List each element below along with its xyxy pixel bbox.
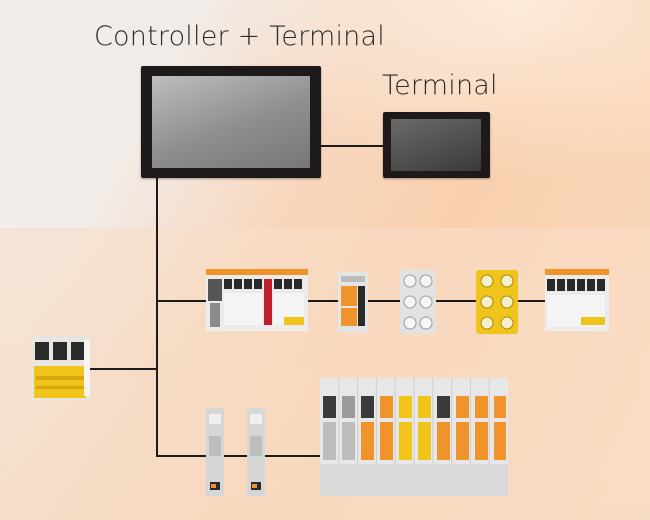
io-module-orange[interactable] (338, 272, 368, 332)
io-module-block-mixed[interactable] (206, 269, 308, 331)
slim-controller-module-1[interactable] (206, 408, 224, 496)
terminal-display[interactable] (383, 112, 490, 178)
io-rack-orange[interactable] (320, 378, 508, 496)
io-box-white[interactable] (400, 270, 436, 334)
link-bus-bottom-branch (156, 455, 322, 457)
controller-terminal-screen (152, 76, 310, 168)
io-module-block-right[interactable] (545, 269, 609, 331)
slim-controller-module-2[interactable] (247, 408, 265, 496)
controller-terminal-display[interactable] (141, 66, 321, 178)
link-controller-to-terminal (321, 145, 383, 147)
fieldbus-coupler-yellow[interactable] (32, 336, 90, 400)
terminal-screen (391, 119, 481, 171)
controller-terminal-label: Controller + Terminal (94, 21, 385, 52)
terminal-label: Terminal (382, 70, 498, 101)
link-coupler-branch (88, 368, 158, 370)
link-bus-trunk (156, 178, 158, 456)
background-highlight (0, 0, 650, 230)
io-box-yellow[interactable] (476, 270, 518, 334)
